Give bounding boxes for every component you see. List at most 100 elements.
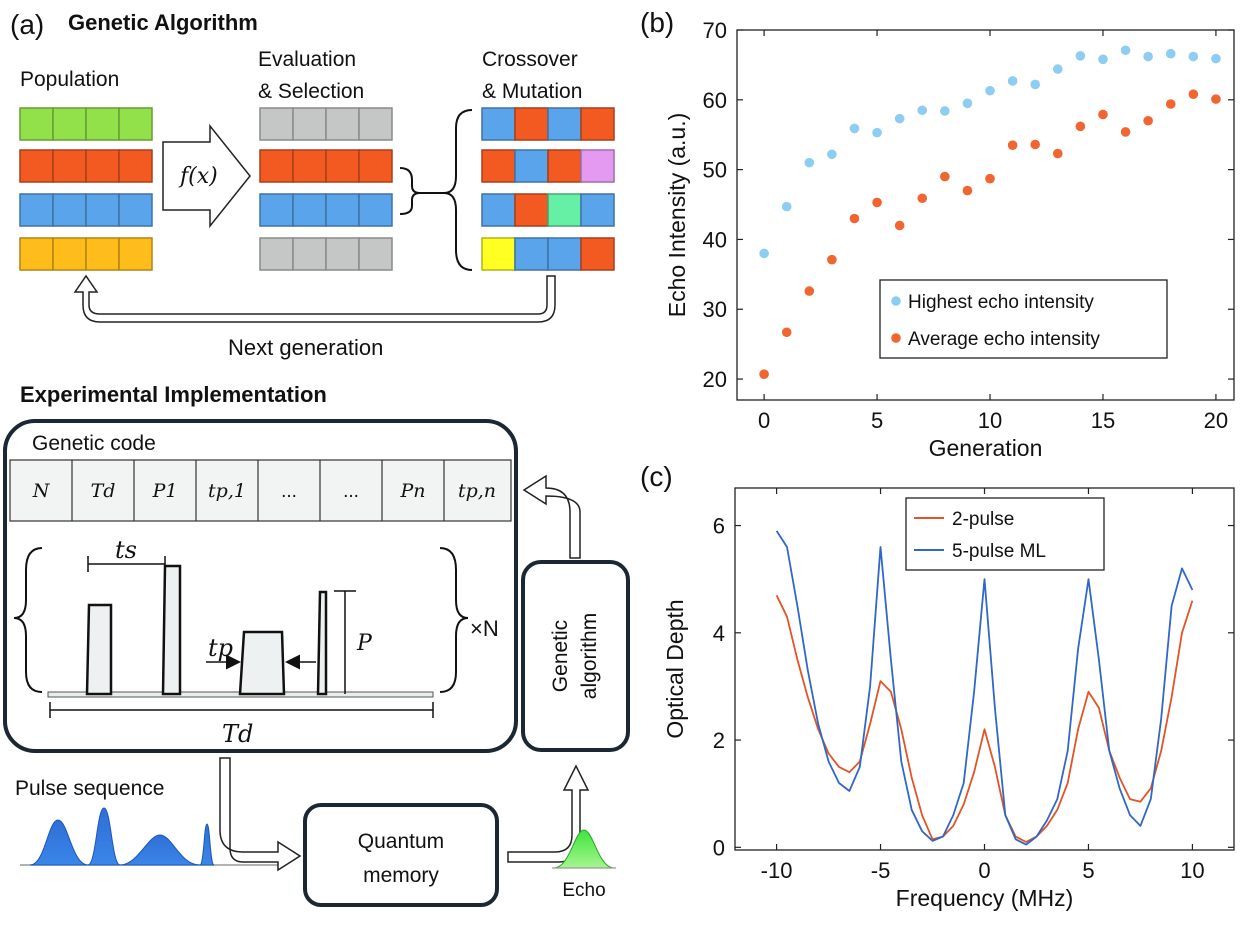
data-point: [804, 157, 815, 168]
y-tick-label: 50: [703, 158, 727, 183]
gene-cell: [292, 107, 327, 141]
data-point: [827, 254, 837, 265]
data-point: [1098, 109, 1108, 120]
population-grid: [19, 107, 153, 271]
y-tick-label: 6: [713, 514, 725, 539]
data-point: [1052, 148, 1063, 159]
genetic-algorithm-label-line2: algorithm: [578, 613, 601, 699]
fitness-function-label: f(x): [178, 164, 218, 189]
gene-cell: [547, 149, 582, 183]
gene-cell: [118, 193, 153, 227]
data-point: [1030, 79, 1040, 90]
y-axis-label: Echo Intensity (a.u.): [664, 113, 690, 318]
gene-cell: [52, 107, 87, 141]
gene-cell: [358, 149, 393, 183]
evaluation-label-line2: & Selection: [258, 80, 364, 103]
gene-cell: [514, 149, 549, 183]
gene-cell: [259, 149, 294, 183]
crossover-brace: [443, 109, 473, 271]
legend: 2-pulse 5-pulse ML: [905, 497, 1105, 571]
gene-cell: [580, 149, 615, 183]
data-point: [985, 173, 995, 184]
code-cell-ellipsis-1: ...: [281, 481, 297, 502]
data-point: [1120, 127, 1131, 137]
gene-cell: [481, 193, 516, 227]
y-tick-label: 30: [703, 297, 727, 322]
data-point: [1007, 140, 1018, 150]
to-memory-arrow: [219, 757, 302, 872]
x-tick-label: 15: [1091, 408, 1115, 433]
genetic-algorithm-box: [521, 560, 630, 752]
series-line: [775, 530, 1194, 846]
pulse-sequence-waveform: [20, 807, 280, 866]
data-point: [1188, 89, 1199, 100]
x-tick-label: 10: [978, 408, 1002, 433]
gene-cell: [514, 107, 549, 141]
gene-cell: [85, 149, 120, 183]
gene-cell: [514, 237, 549, 271]
gene-cell: [292, 193, 327, 227]
selection-grid: [259, 107, 393, 271]
echo-pulse: [554, 829, 614, 869]
data-point: [781, 201, 792, 212]
quantum-memory-label-line1: Quantum: [358, 830, 444, 853]
data-point: [872, 197, 882, 208]
genetic-algorithm-label-line1: Genetic: [549, 620, 572, 692]
data-point: [917, 105, 928, 116]
panel-a-label: (a): [10, 9, 44, 40]
crossover-label-line2: & Mutation: [482, 80, 582, 103]
data-point: [1098, 54, 1108, 65]
gene-cell: [325, 149, 360, 183]
gene-cell: [547, 237, 582, 271]
code-cell-tpn: tp,n: [458, 480, 496, 502]
gene-cell: [514, 193, 549, 227]
data-point: [1007, 76, 1018, 86]
gene-cell: [19, 237, 54, 271]
gene-cell: [259, 237, 294, 271]
data-point: [804, 286, 815, 296]
panel-b-label: (b): [640, 7, 674, 38]
legend-entry: Highest echo intensity: [908, 292, 1094, 313]
data-point: [872, 127, 882, 138]
code-cell-ellipsis-2: ...: [343, 481, 359, 502]
legend-marker: [891, 333, 901, 343]
population-label: Population: [20, 68, 119, 91]
evaluation-label-line1: Evaluation: [258, 48, 356, 71]
x-tick-label: 10: [1180, 858, 1204, 883]
x-axis-label: Frequency (MHz): [896, 885, 1074, 911]
legend-entry: 5-pulse ML: [952, 541, 1046, 562]
experimental-title: Experimental Implementation: [20, 382, 327, 407]
data-point: [1052, 64, 1063, 74]
gene-cell: [358, 107, 393, 141]
crossover-grid: [481, 107, 615, 271]
td-label: Td: [222, 720, 253, 748]
y-tick-label: 0: [713, 835, 725, 860]
data-point: [894, 220, 905, 231]
panel-c-label: (c): [640, 461, 673, 492]
legend-entry: 2-pulse: [952, 509, 1014, 530]
x-tick-label: 0: [978, 858, 990, 883]
repeat-n-label: ×N: [470, 616, 499, 641]
feedback-arrow: [522, 474, 581, 559]
data-point: [1165, 48, 1176, 59]
code-cell-td: Td: [91, 480, 116, 502]
gene-cell: [118, 237, 153, 271]
x-tick-label: 20: [1204, 408, 1228, 433]
gene-cell: [52, 149, 87, 183]
data-point: [759, 248, 769, 259]
gene-cell: [358, 237, 393, 271]
data-point: [1120, 45, 1131, 56]
next-generation-arrow: [73, 274, 556, 323]
crossover-label-line1: Crossover: [482, 48, 578, 71]
data-point: [940, 171, 950, 182]
x-tick-label: -5: [871, 858, 891, 883]
gene-cell: [52, 237, 87, 271]
pulse-sequence-label: Pulse sequence: [15, 777, 164, 800]
data-point: [985, 85, 995, 96]
echo-label: Echo: [562, 880, 605, 901]
gene-cell: [85, 107, 120, 141]
data-point: [1165, 99, 1176, 109]
